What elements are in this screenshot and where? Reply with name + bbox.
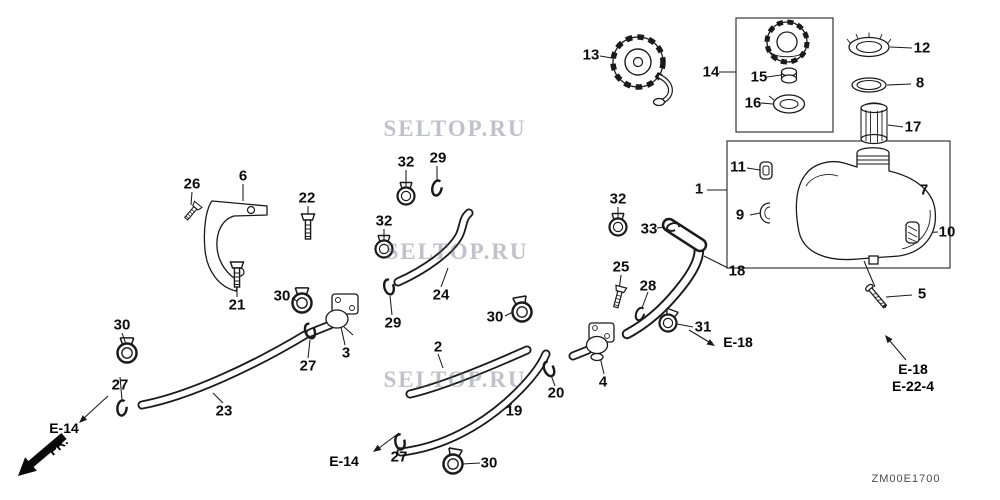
ring-27-b [115,398,129,418]
e18-e224-arrow [885,335,907,361]
grommet-11 [759,161,773,180]
clamp-30-b [116,336,138,364]
vent-pipe-18 [621,217,708,340]
fuel-tube-24 [393,208,474,287]
fuel-hose-23 [137,330,310,410]
fuel-joint-4 [568,322,615,362]
e14-arrow-center [373,432,400,452]
tank-assembly-box [726,140,951,269]
bolt-25 [609,284,628,310]
clamp-30-c [440,446,467,477]
cap-kit-box [735,17,834,133]
screw-5 [863,282,891,312]
ring-29-a [429,178,445,198]
fuel-valve-3 [305,293,359,338]
ring-nut-12 [846,32,892,58]
ring-20 [540,358,558,380]
cap-kit [764,19,810,114]
diagram-code: ZM00E1700 [871,473,941,485]
e18-arrow-center [688,329,715,346]
cap-gasket-16 [768,94,806,114]
grommet-10 [905,221,920,244]
fuel-tube-2 [405,345,532,399]
leader-lines [119,46,939,465]
fuel-hose-19 [396,349,551,457]
clip-9 [759,202,771,224]
fuel-tank [795,147,937,265]
seal-ring-8 [851,77,887,93]
bolt-22 [300,213,316,240]
screw-26 [181,200,203,223]
filter-screen-17 [860,102,888,145]
fr-direction-arrow [18,433,67,476]
e14-arrow-left [79,395,109,423]
cap-cup-15 [780,67,798,84]
fuel-cap [610,34,673,107]
clamp-30-d [508,294,535,325]
ring-29-b [381,277,397,297]
